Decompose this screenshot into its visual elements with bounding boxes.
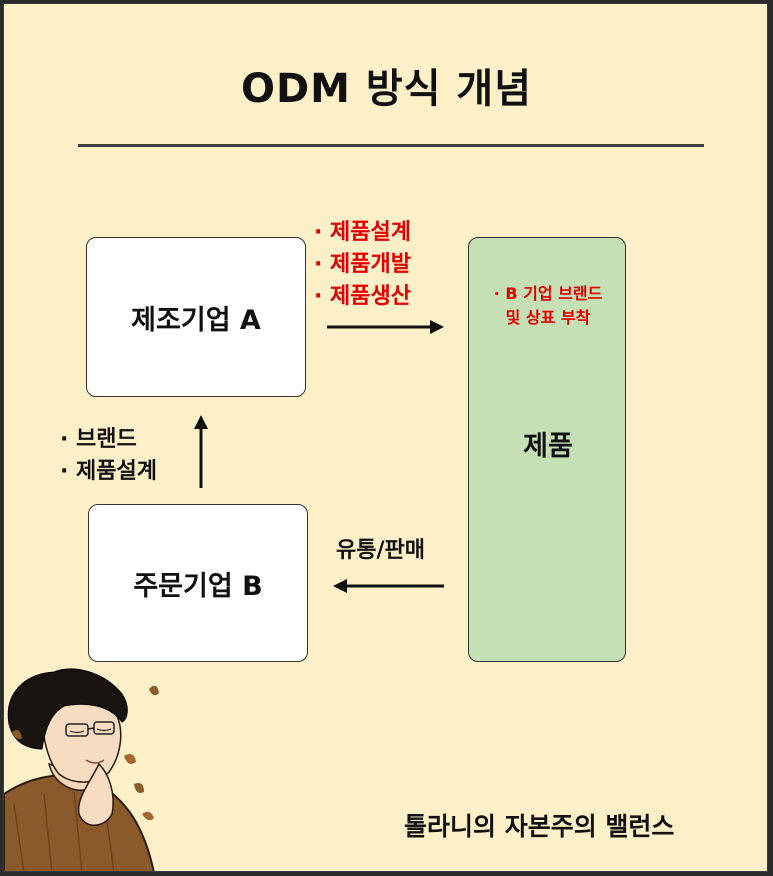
credit-text: 톨라니의 자본주의 밸런스 — [404, 812, 675, 841]
orderer-box: 주문기업 B — [88, 504, 308, 662]
manufacturer-box: 제조기업 A — [86, 237, 306, 397]
title-divider — [78, 144, 704, 147]
product-note-line2: 및 상표 부착 — [505, 308, 591, 327]
manufacturer-label: 제조기업 A — [131, 304, 261, 336]
step-development: · 제품개발 — [314, 252, 411, 277]
falling-leaf-icon — [12, 685, 159, 821]
provides-brand: · 브랜드 — [60, 427, 137, 452]
arrow-up-icon — [194, 415, 208, 488]
flow-arrows — [194, 320, 444, 593]
provides-design: · 제품설계 — [60, 459, 157, 484]
product-note-line1: · B 기업 브랜드 — [493, 284, 603, 303]
orderer-label: 주문기업 B — [133, 570, 263, 602]
orderer-provides: · 브랜드 · 제품설계 — [60, 424, 157, 488]
page-title: ODM 방식 개념 — [240, 66, 533, 112]
distribution-label: 유통/판매 — [336, 538, 425, 563]
manufacturing-steps: · 제품설계 · 제품개발 · 제품생산 — [314, 217, 411, 313]
product-branding-note: · B 기업 브랜드 및 상표 부착 — [469, 282, 627, 330]
product-label: 제품 — [523, 431, 573, 462]
step-production: · 제품생산 — [314, 284, 411, 309]
thinking-man-illustration — [4, 668, 159, 871]
poster: ODM 방식 개념 제조기업 A 주문기업 B · B 기업 브랜드 및 상표 … — [3, 3, 768, 872]
arrow-right-icon — [327, 320, 444, 334]
step-design: · 제품설계 — [314, 220, 411, 245]
arrow-left-icon — [333, 579, 444, 593]
product-box: · B 기업 브랜드 및 상표 부착 제품 — [468, 237, 626, 662]
